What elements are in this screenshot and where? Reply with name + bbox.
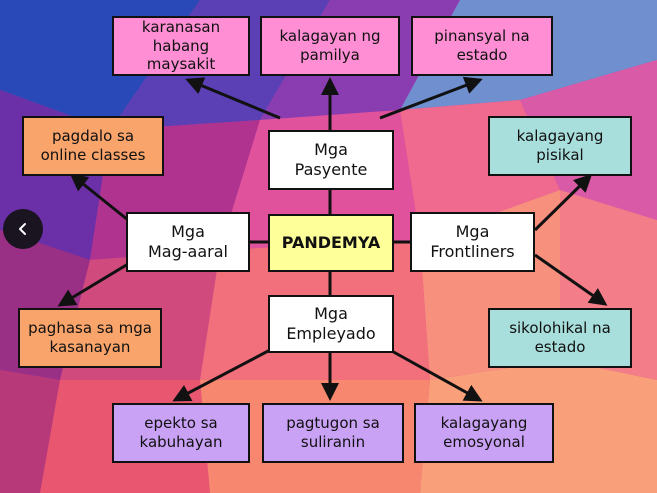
previous-slide-button[interactable] xyxy=(3,209,43,249)
pasyente-item: pinansyal na estado xyxy=(411,16,553,76)
group-empleyado-label: Mga Empleyado xyxy=(286,304,376,343)
empleyado-item: pagtugon sa suliranin xyxy=(262,403,404,463)
center-label: PANDEMYA xyxy=(281,233,381,252)
mag-aaral-item: paghasa sa mga kasanayan xyxy=(18,308,162,368)
frontliners-item-label: sikolohikal na estado xyxy=(509,319,611,356)
group-frontliners: Mga Frontliners xyxy=(410,212,535,272)
group-pasyente-label: Mga Pasyente xyxy=(294,140,368,179)
pasyente-item-label: kalagayan ng pamilya xyxy=(279,27,381,64)
empleyado-item: kalagayang emosyonal xyxy=(414,403,554,463)
mag-aaral-item-label: pagdalo sa online classes xyxy=(40,127,146,164)
empleyado-item-label: kalagayang emosyonal xyxy=(440,414,528,451)
pasyente-item-label: pinansyal na estado xyxy=(434,27,530,64)
empleyado-item-label: epekto sa kabuhayan xyxy=(139,414,223,451)
group-frontliners-label: Mga Frontliners xyxy=(430,222,515,261)
group-empleyado: Mga Empleyado xyxy=(268,295,394,353)
chevron-left-icon xyxy=(19,223,26,235)
center-node: PANDEMYA xyxy=(268,214,394,272)
mag-aaral-item-label: paghasa sa mga kasanayan xyxy=(28,319,152,356)
pasyente-item: karanasan habang maysakit xyxy=(112,16,250,76)
group-pasyente: Mga Pasyente xyxy=(268,130,394,190)
frontliners-item: kalagayang pisikal xyxy=(488,116,632,176)
pasyente-item: kalagayan ng pamilya xyxy=(260,16,400,76)
empleyado-item: epekto sa kabuhayan xyxy=(112,403,250,463)
frontliners-item: sikolohikal na estado xyxy=(488,308,632,368)
mag-aaral-item: pagdalo sa online classes xyxy=(22,116,164,176)
pasyente-item-label: karanasan habang maysakit xyxy=(141,17,221,74)
empleyado-item-label: pagtugon sa suliranin xyxy=(286,414,380,451)
frontliners-item-label: kalagayang pisikal xyxy=(516,127,604,164)
group-mag-aaral: Mga Mag-aaral xyxy=(126,212,250,272)
group-mag-aaral-label: Mga Mag-aaral xyxy=(148,222,228,261)
